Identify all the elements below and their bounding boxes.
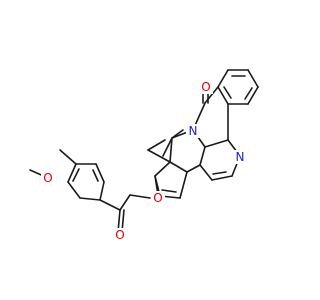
bond [119, 194, 131, 211]
atom-methoxy-oxygen: O [41, 171, 55, 185]
molecule-diagram: O N N O O O [29, 69, 259, 242]
atom-label-n: N [236, 150, 245, 164]
atom-label-o: O [43, 171, 52, 185]
bond [223, 86, 232, 99]
bond [169, 161, 188, 173]
atom-label-o: O [115, 228, 124, 242]
bond [169, 137, 173, 163]
atom-label-layer: O N N O O O [41, 80, 247, 242]
atom-ketone-oxygen: O [113, 228, 127, 242]
bond [129, 194, 151, 199]
atom-carbonyl-oxygen: O [199, 80, 213, 94]
bond-layer [29, 69, 259, 233]
bond [72, 168, 80, 182]
bond [199, 164, 213, 181]
molecule-structure: O N N O O O [29, 69, 259, 242]
atom-label-o: O [153, 191, 162, 205]
bond [162, 137, 173, 157]
bond [95, 163, 105, 183]
atom-label-o: O [201, 80, 210, 94]
bond [217, 69, 229, 88]
bond [67, 163, 77, 183]
bond [212, 171, 227, 175]
bond [67, 181, 81, 199]
bond [179, 171, 188, 199]
atom-label-background [151, 191, 165, 205]
bond [204, 86, 219, 104]
bond [211, 175, 233, 181]
atom-label-background [186, 124, 200, 138]
bond [217, 86, 229, 105]
bond [147, 149, 171, 163]
bond [92, 169, 99, 182]
bond [147, 139, 166, 151]
atom-label-background [199, 80, 213, 94]
bond [247, 69, 259, 88]
atom-label-background [233, 150, 247, 164]
bond [244, 87, 253, 100]
atom-pyridine-nitrogen: N [233, 150, 247, 164]
atom-label-background [41, 171, 55, 185]
bond [79, 197, 101, 201]
bond [99, 181, 105, 201]
atom-ether-oxygen: O [151, 191, 165, 205]
atom-label-n: N [189, 124, 198, 138]
atom-label-background [113, 228, 127, 242]
bond [204, 139, 229, 148]
bond [161, 189, 177, 193]
bond [99, 199, 121, 211]
atom-indole-nitrogen: N [186, 124, 200, 138]
bond [247, 86, 259, 105]
bond [171, 129, 184, 139]
bond [199, 146, 206, 166]
bond [59, 149, 77, 165]
bond [154, 161, 171, 177]
bond [186, 164, 201, 173]
